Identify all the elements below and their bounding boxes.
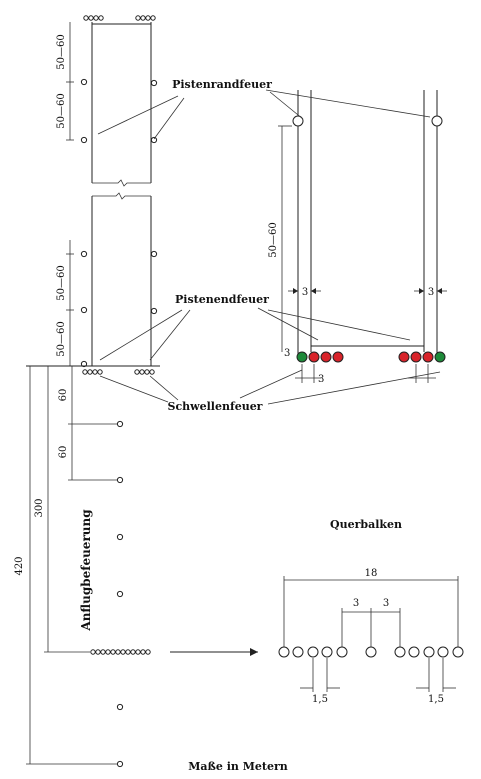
threshold-lamps-left [82,369,103,375]
edge-light [80,78,88,86]
approach-light [116,760,124,768]
approach-light [116,590,124,598]
dim-crossbar-spacing-left: 1,5 [312,694,328,705]
dim-spacing-4: 50—60 [56,321,67,356]
dim-end-offset: 3 [284,348,290,359]
dim-crossbar-gap-right: 3 [383,598,389,609]
top-lamp-group-right [135,15,156,21]
units-note: Maße in Metern [188,760,288,773]
label-group-end-lights: Pistenendfeuer [99,293,411,361]
threshold-lamps-detail-right [398,351,446,363]
dim-crossbar-gap-left: 3 [353,598,359,609]
threshold-lamps-right [134,369,155,375]
label-threshold-lights: Schwellenfeuer [168,400,263,413]
dim-crossbar-total: 18 [365,568,378,579]
edge-light-detail-left [292,115,304,127]
approach-crossbar [90,649,151,655]
approach-light [116,533,124,541]
crossbar-detail: Querbalken 18 3 3 1,5 1,5 [278,518,464,705]
dim-detail-spacing: 50—60 [268,222,279,257]
approach-light [116,703,124,711]
edge-light [150,79,158,87]
edge-light [150,250,158,258]
edge-light [80,136,88,144]
dim-60-a: 60 [58,389,69,402]
label-group-edge-lights: Pistenrandfeuer [97,78,431,140]
edge-light [80,250,88,258]
edge-light [150,307,158,315]
dim-offset-left: 3 [302,287,308,298]
edge-light-detail-right [431,115,443,127]
dim-60-b: 60 [58,446,69,459]
runway-plan-top: 50—60 50—60 [56,15,158,187]
approach-lighting: 420 300 60 60 Anflugbefeuerung [14,366,258,768]
threshold-detail: 50—60 3 3 3 3 [268,90,447,385]
top-lamp-group-left [83,15,104,21]
dim-threshold-gap: 3 [318,374,324,385]
approach-light [116,476,124,484]
dim-420: 420 [14,556,25,575]
approach-light [116,420,124,428]
dim-300: 300 [34,498,45,517]
label-approach-lighting: Anflugbefeuerung [79,509,93,632]
label-edge-lights: Pistenrandfeuer [172,78,272,91]
edge-light [80,360,88,368]
dim-crossbar-spacing-right: 1,5 [428,694,444,705]
label-group-threshold-lights: Schwellenfeuer [99,369,441,413]
threshold-lamps-detail-left [296,351,344,363]
edge-light [80,306,88,314]
label-end-lights: Pistenendfeuer [175,293,269,306]
dim-offset-right: 3 [428,287,434,298]
dim-spacing-2: 50—60 [56,93,67,128]
dim-spacing-1: 50—60 [56,34,67,69]
crossbar-lamps [278,646,464,658]
edge-light [150,136,158,144]
dim-spacing-3: 50—60 [56,265,67,300]
label-crossbar: Querbalken [330,518,402,531]
runway-plan-bottom: 50—60 50—60 [26,192,160,375]
